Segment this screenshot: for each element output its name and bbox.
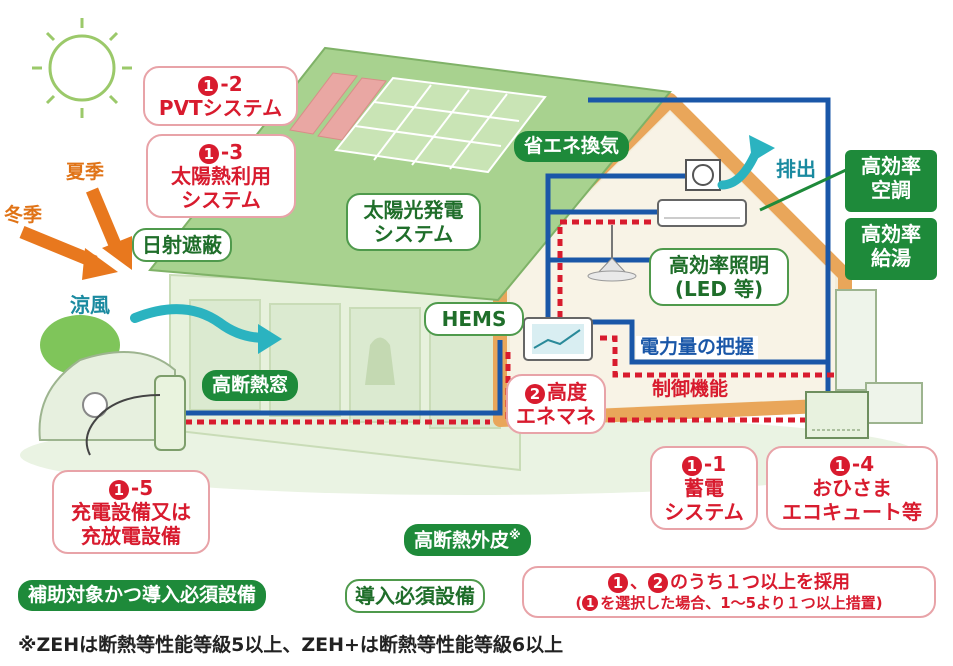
pvt-system-label: 1-2 PVTシステム <box>143 66 298 126</box>
legend-subsidy-required: 補助対象かつ導入必須設備 <box>18 580 267 611</box>
winter-sun-arrow-icon <box>82 248 118 280</box>
electric-car <box>38 351 176 441</box>
water-heater-tank <box>835 289 877 391</box>
exhaust-label: 排出 <box>776 157 816 181</box>
battery-system-label: 1-1 蓄電 システム <box>650 446 758 530</box>
battery-unit <box>805 391 869 439</box>
solar-thermal-label: 1-3 太陽熱利用 システム <box>146 134 296 218</box>
water-heater-label: 高効率 給湯 <box>845 218 937 280</box>
ev-charger <box>154 375 186 451</box>
power-monitor-label: 電力量の把握 <box>636 336 759 359</box>
ecocute-label: 1-4 おひさま エコキュート等 <box>766 446 938 530</box>
ventilation-label: 省エネ換気 <box>514 131 630 162</box>
hems-label: HEMS <box>424 302 524 336</box>
legend-required: 導入必須設備 <box>345 579 485 613</box>
cool-breeze-arrow-icon <box>130 304 270 343</box>
aircon-label: 高効率 空調 <box>845 150 937 212</box>
lighting-label: 高効率照明 (LED 等) <box>649 248 789 306</box>
footnote: ※ZEHは断熱等性能等級5以上、ZEH+は断熱等性能等級6以上 <box>18 634 564 656</box>
power-monitor-line <box>185 97 831 416</box>
summer-label: 夏季 <box>66 161 105 183</box>
air-conditioner <box>657 199 747 227</box>
charging-equipment-label: 1-5 充電設備又は 充放電設備 <box>52 470 210 554</box>
pvt-panel <box>289 72 358 135</box>
control-function-label: 制御機能 <box>652 378 729 400</box>
winter-label: 冬季 <box>4 204 43 226</box>
insulated-envelope-label: 高断熱外皮※ <box>404 524 531 557</box>
shading-label: 日射遮蔽 <box>132 228 232 262</box>
cool-breeze-label: 涼風 <box>70 293 110 317</box>
summer-sun-arrow-icon <box>102 236 132 270</box>
insulated-window-label: 高断熱窓 <box>202 370 299 401</box>
sun-icon <box>32 18 132 118</box>
solar-pv-label: 太陽光発電 システム <box>346 193 481 251</box>
